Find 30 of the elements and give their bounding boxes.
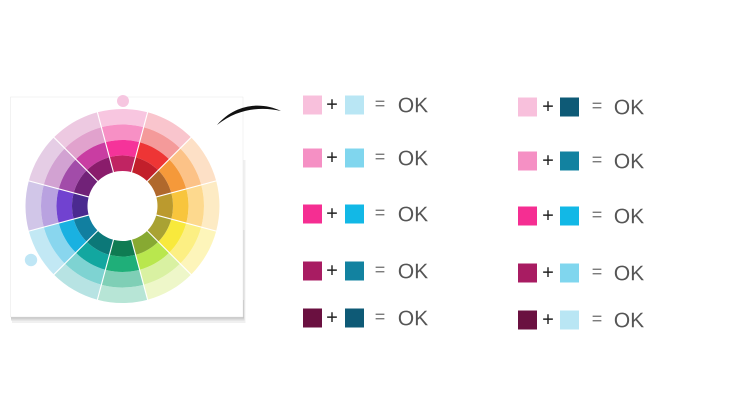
equals-sign: = (592, 156, 602, 162)
result-label: OK (614, 266, 644, 280)
equals-sign: = (376, 266, 384, 272)
result-label: OK (398, 206, 428, 222)
equals-sign: = (376, 210, 384, 216)
plus-sign: + (327, 99, 337, 110)
plus-sign: + (327, 312, 337, 322)
plus-sign: + (327, 208, 337, 218)
plus-sign: + (543, 267, 553, 278)
result-label: OK (398, 264, 428, 278)
plus-sign: + (543, 314, 553, 324)
equals-sign: = (376, 154, 384, 160)
equals-sign: = (592, 212, 602, 218)
plus-sign: + (327, 152, 337, 162)
equals-sign: = (376, 314, 384, 320)
result-label: OK (614, 154, 644, 168)
equals-sign: = (376, 100, 384, 106)
plus-sign: + (543, 101, 553, 112)
result-label: OK (398, 98, 428, 112)
plus-sign: + (327, 265, 337, 276)
plus-sign: + (543, 155, 553, 166)
plus-sign: + (543, 210, 553, 220)
result-label: OK (614, 312, 644, 328)
equals-sign: = (592, 316, 602, 322)
equals-sign: = (592, 268, 602, 274)
result-label: OK (614, 100, 644, 114)
result-label: OK (398, 150, 428, 166)
equals-sign: = (592, 102, 602, 108)
result-label: OK (614, 208, 644, 224)
result-label: OK (398, 310, 428, 326)
